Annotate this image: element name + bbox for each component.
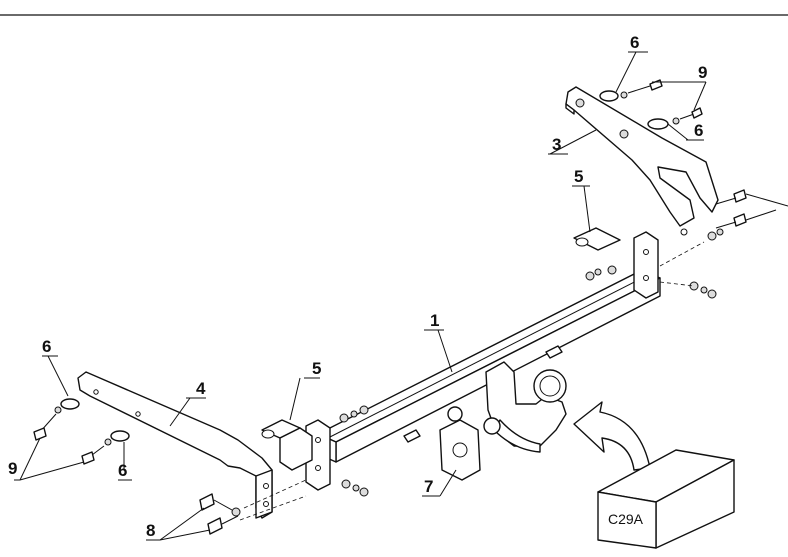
callout-6-left-top: 6 <box>42 337 51 356</box>
callout-4: 4 <box>196 379 206 398</box>
tow-ball-neck <box>485 361 567 453</box>
callout-6-top: 6 <box>630 33 639 52</box>
callout-8: 8 <box>146 521 155 540</box>
callout-9-top: 9 <box>698 63 707 82</box>
spacer-part-5-right <box>573 227 621 251</box>
left-bracket-part-4 <box>77 371 273 519</box>
callout-5-left: 5 <box>312 359 321 378</box>
leader-lines <box>14 51 788 541</box>
callout-9-left: 9 <box>8 459 17 478</box>
direction-arrow <box>573 401 651 471</box>
callout-3: 3 <box>552 135 561 154</box>
callout-7: 7 <box>424 477 433 496</box>
fasteners-left <box>33 398 369 535</box>
callout-6-right: 6 <box>694 121 703 140</box>
fasteners-right-end <box>585 189 747 299</box>
callout-6-left-bottom: 6 <box>118 461 127 480</box>
fasteners-top-right <box>599 79 703 130</box>
box-label: C29A <box>608 511 644 527</box>
callout-1: 1 <box>430 311 439 330</box>
socket-plate-part-7 <box>439 406 501 481</box>
spacer-part-5-left <box>261 419 313 471</box>
right-bracket-part-3 <box>565 86 719 236</box>
c29a-box <box>597 449 735 549</box>
main-crossbar-part-1 <box>305 231 661 491</box>
callout-5-right: 5 <box>574 167 583 186</box>
